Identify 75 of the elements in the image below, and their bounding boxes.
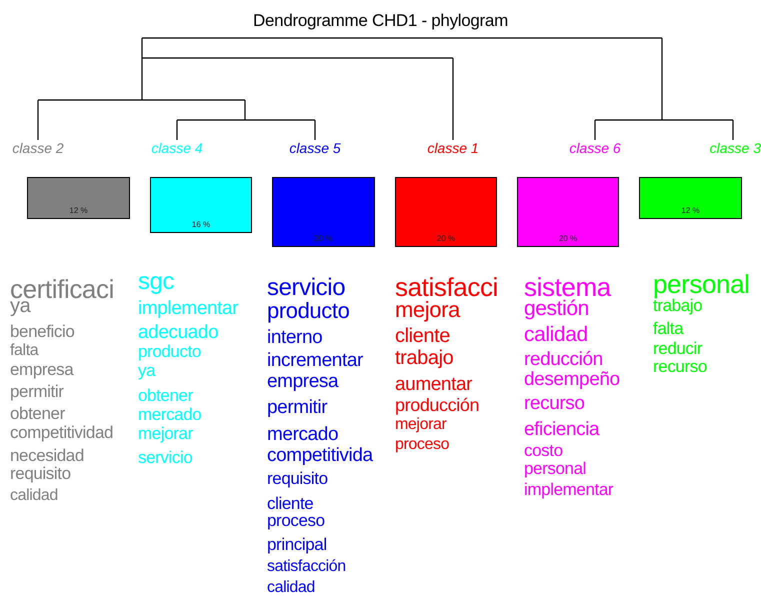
word-label: implementar (138, 299, 238, 318)
word-label: satisfacción (267, 559, 346, 575)
word-label: permitir (10, 383, 64, 400)
word-label: gestión (524, 298, 589, 319)
class-bar (395, 177, 497, 247)
percentage-label: 20 % (313, 235, 334, 243)
word-label: requisito (10, 465, 71, 482)
word-label: necesidad (10, 447, 84, 464)
word-label: eficiencia (524, 420, 600, 439)
word-label: obtener (10, 405, 65, 422)
word-label: proceso (267, 512, 325, 529)
word-label: recurso (524, 394, 585, 413)
word-label: reducción (524, 350, 603, 369)
word-label: aumentar (395, 375, 472, 394)
percentage-label: 16 % (190, 221, 212, 229)
word-label: ya (138, 362, 156, 379)
word-label: satisfacci (395, 274, 498, 300)
class-label: classe 5 (288, 141, 342, 155)
word-label: mercado (267, 425, 338, 444)
class-bar (272, 177, 375, 247)
word-label: personal (524, 460, 586, 477)
word-label: cliente (267, 495, 314, 512)
word-label: calidad (267, 580, 315, 596)
word-label: incrementar (267, 351, 363, 370)
word-label: falta (653, 320, 684, 337)
word-label: permitir (267, 398, 328, 417)
word-label: requisito (267, 470, 328, 487)
class-label: classe 3 (708, 141, 761, 155)
word-label: mejorar (395, 417, 446, 433)
word-label: mercado (138, 406, 202, 423)
word-label: implementar (524, 481, 614, 498)
word-label: empresa (10, 361, 74, 378)
class-label: classe 1 (426, 141, 480, 155)
word-label: calidad (524, 324, 588, 345)
word-label: personal (653, 271, 750, 297)
percentage-label: 12 % (680, 207, 701, 215)
word-label: obtener (138, 387, 193, 404)
word-label: costo (524, 442, 563, 459)
word-label: adecuado (138, 323, 218, 342)
word-label: producción (395, 396, 480, 414)
word-label: servicio (267, 276, 346, 300)
word-label: servicio (138, 449, 192, 466)
word-label: sistema (524, 274, 611, 300)
chart-title: Dendrogramme CHD1 - phylogram (252, 12, 509, 29)
percentage-label: 20 % (558, 235, 578, 243)
word-label: trabajo (395, 348, 454, 368)
word-label: recurso (653, 358, 707, 375)
word-label: calidad (10, 488, 58, 504)
word-label: producto (267, 300, 350, 322)
word-label: competitividad (10, 424, 114, 441)
class-label: classe 4 (150, 141, 204, 155)
word-label: desempeño (524, 370, 620, 389)
word-label: beneficio (10, 323, 74, 340)
word-label: empresa (267, 372, 338, 391)
percentage-label: 12 % (68, 207, 89, 215)
percentage-label: 20 % (436, 235, 456, 243)
word-label: interno (267, 328, 322, 347)
word-label: reducir (653, 340, 702, 357)
word-label: proceso (395, 437, 450, 453)
word-label: certificaci (10, 276, 114, 302)
word-label: mejorar (138, 425, 193, 442)
word-label: sgc (138, 270, 174, 294)
class-bar (150, 177, 252, 233)
word-label: producto (138, 343, 201, 360)
word-label: competitivida (267, 446, 373, 465)
class-bar (27, 177, 130, 219)
word-label: cliente (395, 326, 450, 346)
word-label: falta (10, 343, 38, 359)
class-label: classe 2 (11, 141, 65, 155)
word-label: mejora (395, 299, 460, 321)
word-label: principal (267, 536, 327, 553)
class-bar (639, 177, 742, 219)
word-label: trabajo (653, 297, 702, 314)
class-bar (517, 177, 619, 247)
class-label: classe 6 (568, 141, 622, 155)
